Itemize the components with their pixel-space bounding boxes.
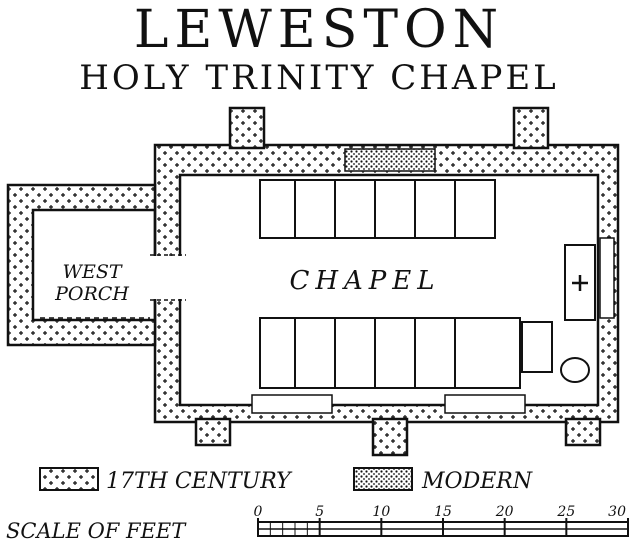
buttress-se [564, 417, 602, 447]
west-porch-label-line1: WEST [62, 261, 122, 283]
font [560, 357, 590, 383]
buttress-s [371, 417, 409, 457]
scale-tick-label: 30 [608, 504, 626, 520]
pulpit [521, 321, 553, 373]
west-porch-label-line2: PORCH [54, 283, 129, 305]
legend-swatch-17th-century [39, 467, 99, 491]
south-window-2 [444, 394, 526, 414]
scale-tick-label: 0 [254, 504, 263, 520]
scale-tick-label: 15 [434, 504, 452, 520]
north-window-modern [344, 148, 436, 172]
scale-label: SCALE OF FEET [6, 519, 187, 543]
buttress-ne [512, 106, 550, 150]
south-pews [259, 317, 521, 389]
legend-label-modern: MODERN [421, 469, 533, 494]
buttress-nw [228, 106, 266, 150]
east-window [599, 237, 615, 319]
scale-tick-label: 20 [495, 504, 514, 520]
scale-tick-label: 5 [315, 504, 324, 520]
buttress-sw [194, 417, 232, 447]
south-window-1 [251, 394, 333, 414]
scale-bar: 0 5 10 15 20 25 30 [254, 504, 629, 537]
north-pews [259, 179, 496, 239]
drawing-title: LEWESTON [133, 0, 505, 60]
drawing-subtitle: HOLY TRINITY CHAPEL [79, 58, 559, 98]
chapel-label: CHAPEL [289, 266, 440, 296]
west-porch-wall [6, 183, 157, 347]
scale-tick-label: 10 [372, 504, 390, 520]
porch-opening [150, 256, 184, 299]
legend-swatch-modern [353, 467, 413, 491]
altar-cross-icon [572, 275, 588, 291]
legend-label-17th-century: 17TH CENTURY [106, 469, 293, 494]
scale-tick-label: 25 [556, 504, 575, 520]
